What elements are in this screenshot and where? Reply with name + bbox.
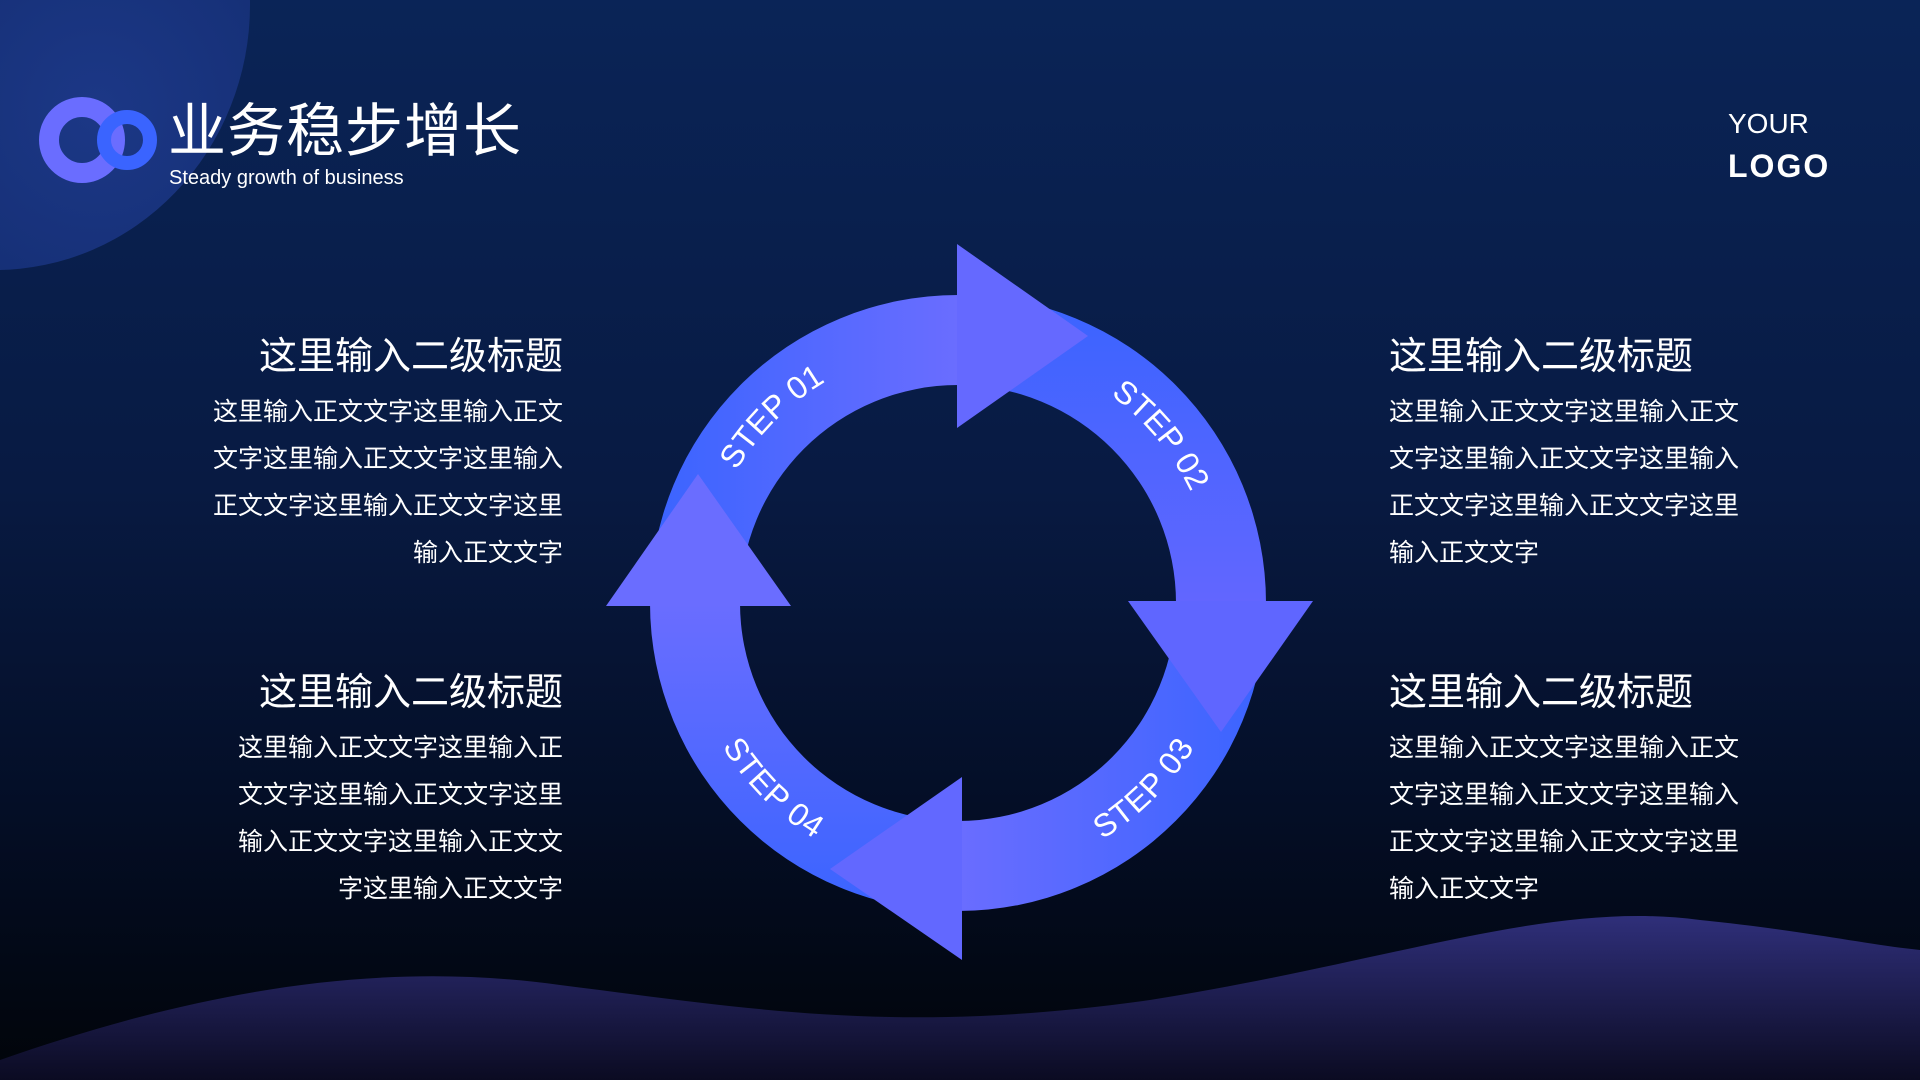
block-line: 正文文字这里输入正文文字这里: [212, 491, 563, 520]
page-subtitle: Steady growth of business: [169, 167, 404, 189]
text-block-top-right: 这里输入二级标题 这里输入正文文字这里输入正文 文字这里输入正文文字这里输入 正…: [1389, 330, 1829, 576]
brand-rings-icon: [39, 97, 157, 183]
bottom-wave: [0, 916, 1920, 1080]
decorative-corner-circle: [0, 0, 250, 270]
block-heading: 这里输入二级标题: [1389, 334, 1694, 378]
block-line: 字这里输入正文文字: [337, 874, 563, 903]
block-line: 输入正文文字: [412, 538, 563, 567]
block-line: 文字这里输入正文文字这里输入: [1389, 780, 1740, 809]
block-heading: 这里输入二级标题: [258, 670, 563, 714]
block-line: 输入正文文字: [1389, 874, 1540, 903]
block-line: 正文文字这里输入正文文字这里: [1389, 491, 1740, 520]
block-heading: 这里输入二级标题: [258, 334, 563, 378]
arrowhead-step-03: [830, 777, 962, 960]
block-line: 这里输入正文文字这里输入正文: [1389, 733, 1740, 762]
block-line: 输入正文文字: [1389, 538, 1540, 567]
logo-line-2: LOGO: [1728, 148, 1831, 184]
block-line: 文字这里输入正文文字这里输入: [1389, 444, 1740, 473]
text-block-bottom-right: 这里输入二级标题 这里输入正文文字这里输入正文 文字这里输入正文文字这里输入 正…: [1389, 666, 1829, 912]
block-line: 文字这里输入正文文字这里输入: [212, 444, 563, 473]
text-block-bottom-left: 这里输入二级标题 这里输入正文文字这里输入正 文文字这里输入正文文字这里 输入正…: [123, 666, 563, 912]
arrowhead-step-04: [606, 474, 791, 606]
block-line: 这里输入正文文字这里输入正文: [212, 397, 563, 426]
arrowhead-step-01: [957, 244, 1088, 428]
text-block-top-left: 这里输入二级标题 这里输入正文文字这里输入正文 文字这里输入正文文字这里输入 正…: [123, 330, 563, 576]
block-line: 输入正文文字这里输入正文文: [237, 827, 563, 856]
logo-line-1: YOUR: [1728, 108, 1809, 139]
block-line: 这里输入正文文字这里输入正: [237, 733, 563, 762]
arrowhead-step-02: [1128, 601, 1313, 732]
page-title: 业务稳步增长: [168, 97, 523, 165]
block-line: 这里输入正文文字这里输入正文: [1389, 397, 1740, 426]
block-line: 文文字这里输入正文文字这里: [237, 780, 563, 809]
block-line: 正文文字这里输入正文文字这里: [1389, 827, 1740, 856]
block-heading: 这里输入二级标题: [1389, 670, 1694, 714]
